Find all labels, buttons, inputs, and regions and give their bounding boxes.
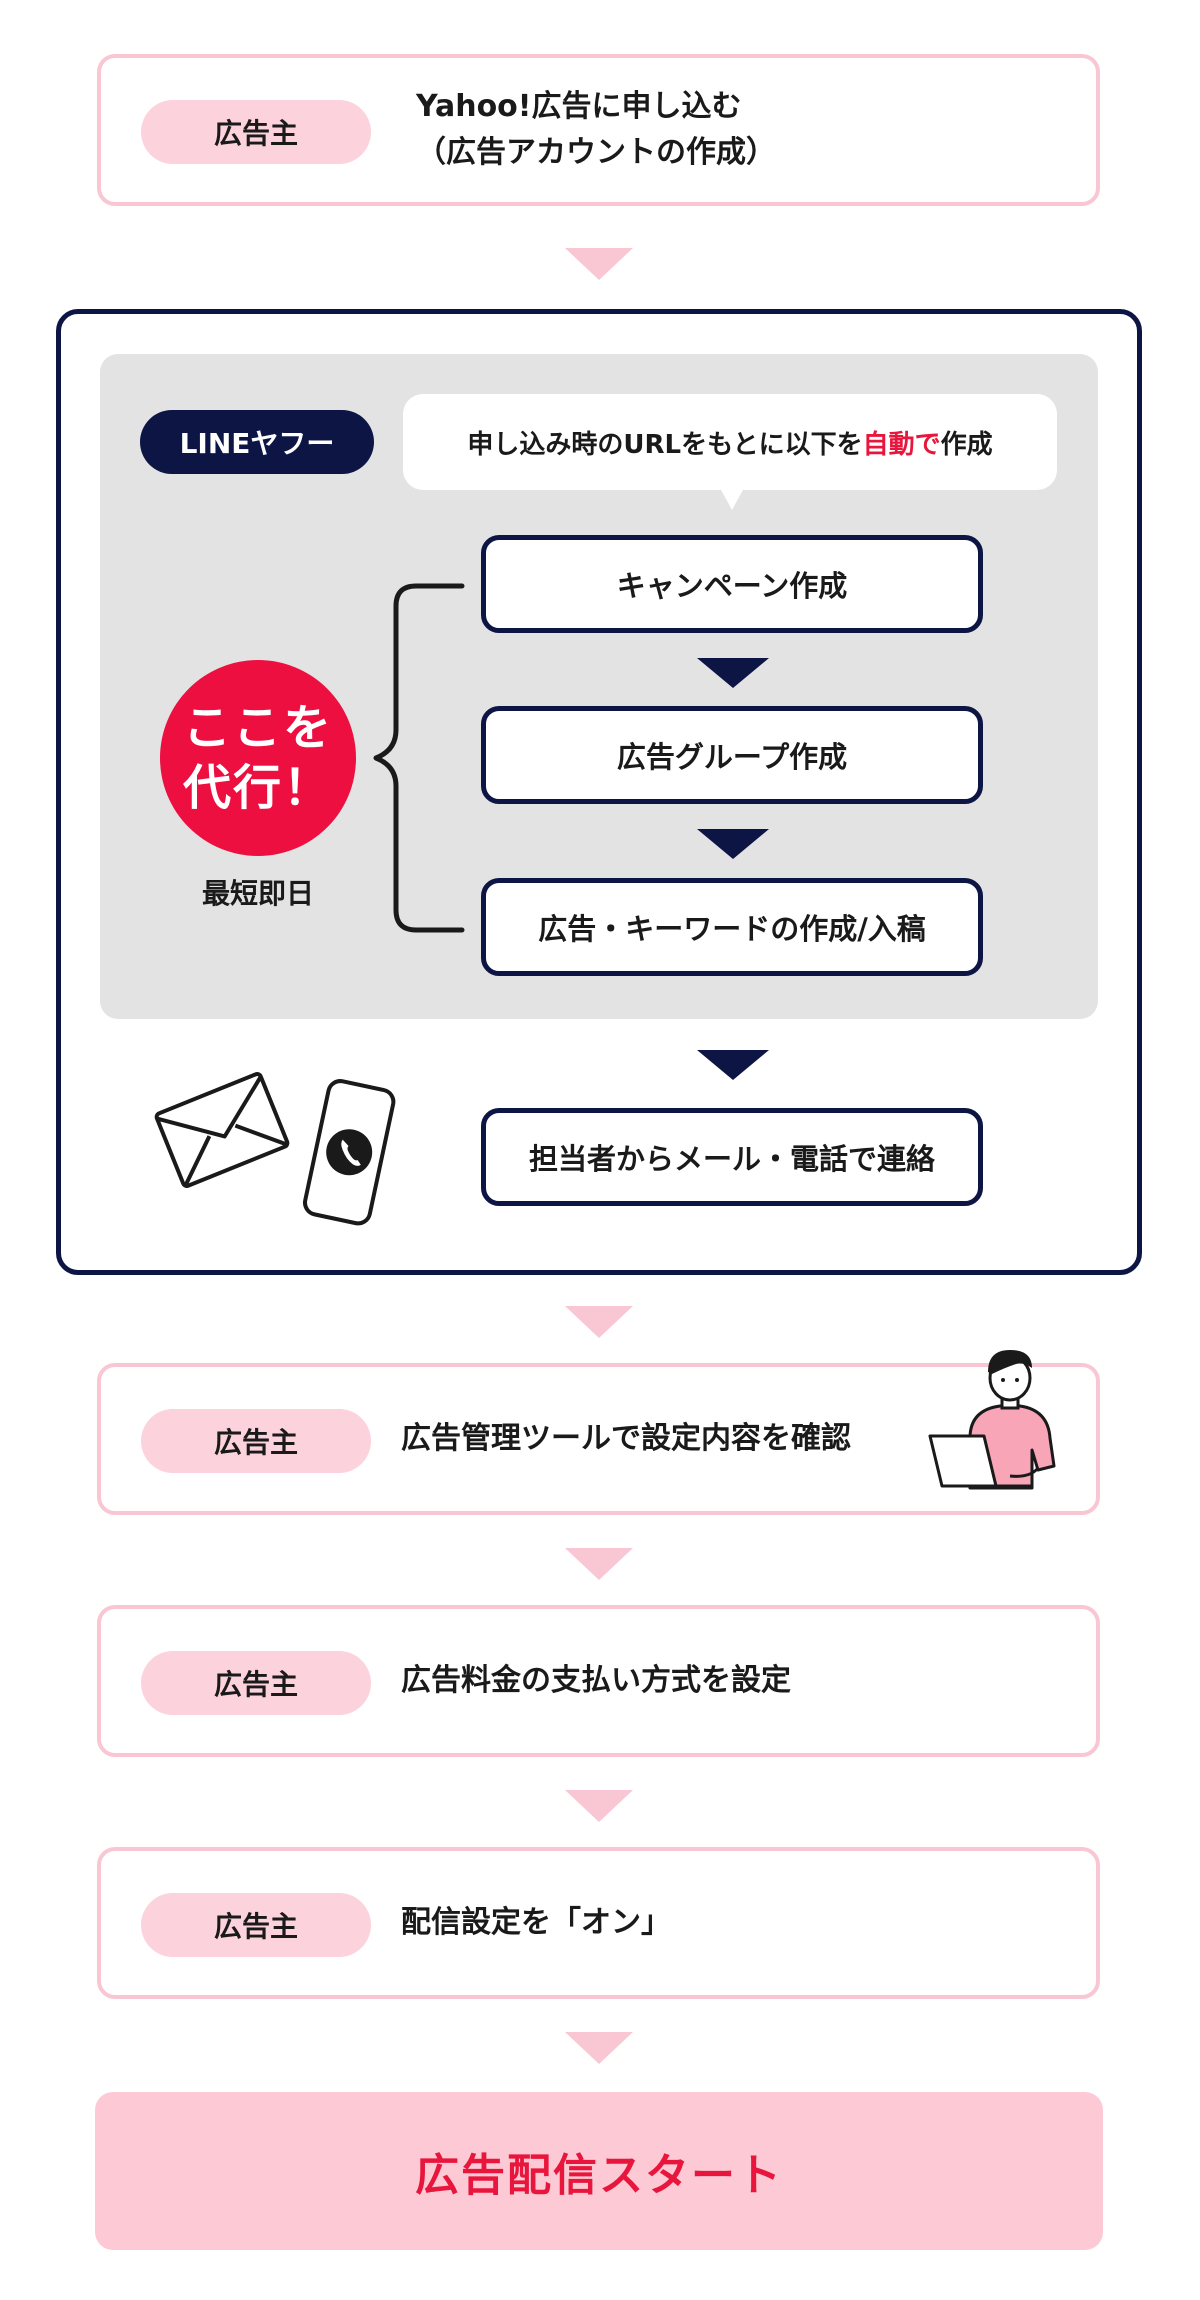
agency-badge: ここを 代行！ <box>160 660 356 856</box>
task-ad-keyword-create: 広告・キーワードの作成/入稿 <box>481 878 983 976</box>
step-delivery-on-card: 広告主 配信設定を「オン」 <box>97 1847 1100 1999</box>
task-arrow-2 <box>697 829 769 859</box>
bubble-text-post: 作成 <box>940 429 993 460</box>
line-yahoo-pill: LINEヤフー <box>140 410 374 474</box>
envelope-icon <box>154 1072 290 1189</box>
task-adgroup-create: 広告グループ作成 <box>481 706 983 804</box>
step-delivery-on-text: 配信設定を「オン」 <box>401 1905 671 1940</box>
flow-arrow-1 <box>565 248 633 280</box>
speed-label: 最短即日 <box>201 877 314 910</box>
flow-arrow-5 <box>565 2032 633 2064</box>
smartphone-phone-icon <box>303 1079 396 1226</box>
bubble-text-pre: 申し込み時のURLをもとに以下を <box>467 429 863 460</box>
task-campaign-create: キャンペーン作成 <box>481 535 983 633</box>
bubble-tail <box>720 488 744 510</box>
auto-create-bubble: 申し込み時のURLをもとに以下を自動で作成 <box>403 394 1057 490</box>
step-apply-line2: （広告アカウントの作成） <box>416 135 776 170</box>
step-apply-card: 広告主 Yahoo!広告に申し込む （広告アカウントの作成） <box>97 54 1100 206</box>
step-confirm-card: 広告主 広告管理ツールで設定内容を確認 <box>97 1363 1100 1515</box>
role-pill-advertiser: 広告主 <box>141 1893 371 1957</box>
task-contact: 担当者からメール・電話で連絡 <box>481 1108 983 1206</box>
brace-connector <box>373 583 465 933</box>
role-pill-advertiser: 広告主 <box>141 1651 371 1715</box>
bubble-text-highlight: 自動で <box>862 429 941 460</box>
step-payment-card: 広告主 広告料金の支払い方式を設定 <box>97 1605 1100 1757</box>
flow-arrow-4 <box>565 1790 633 1822</box>
task-arrow-3 <box>697 1050 769 1080</box>
ad-delivery-start: 広告配信スタート <box>95 2092 1103 2250</box>
person-laptop-icon <box>928 1350 1056 1490</box>
step-confirm-text: 広告管理ツールで設定内容を確認 <box>401 1421 851 1456</box>
agency-badge-line1: ここを <box>182 700 333 756</box>
step-apply-text: Yahoo!広告に申し込む （広告アカウントの作成） <box>416 58 776 202</box>
agency-badge-line2: 代行！ <box>182 760 333 816</box>
step-apply-line1: Yahoo!広告に申し込む <box>416 89 742 124</box>
flow-arrow-2 <box>565 1306 633 1338</box>
step-payment-text: 広告料金の支払い方式を設定 <box>401 1663 791 1698</box>
role-pill-advertiser: 広告主 <box>141 100 371 164</box>
role-pill-advertiser: 広告主 <box>141 1409 371 1473</box>
flow-arrow-3 <box>565 1548 633 1580</box>
task-arrow-1 <box>697 658 769 688</box>
